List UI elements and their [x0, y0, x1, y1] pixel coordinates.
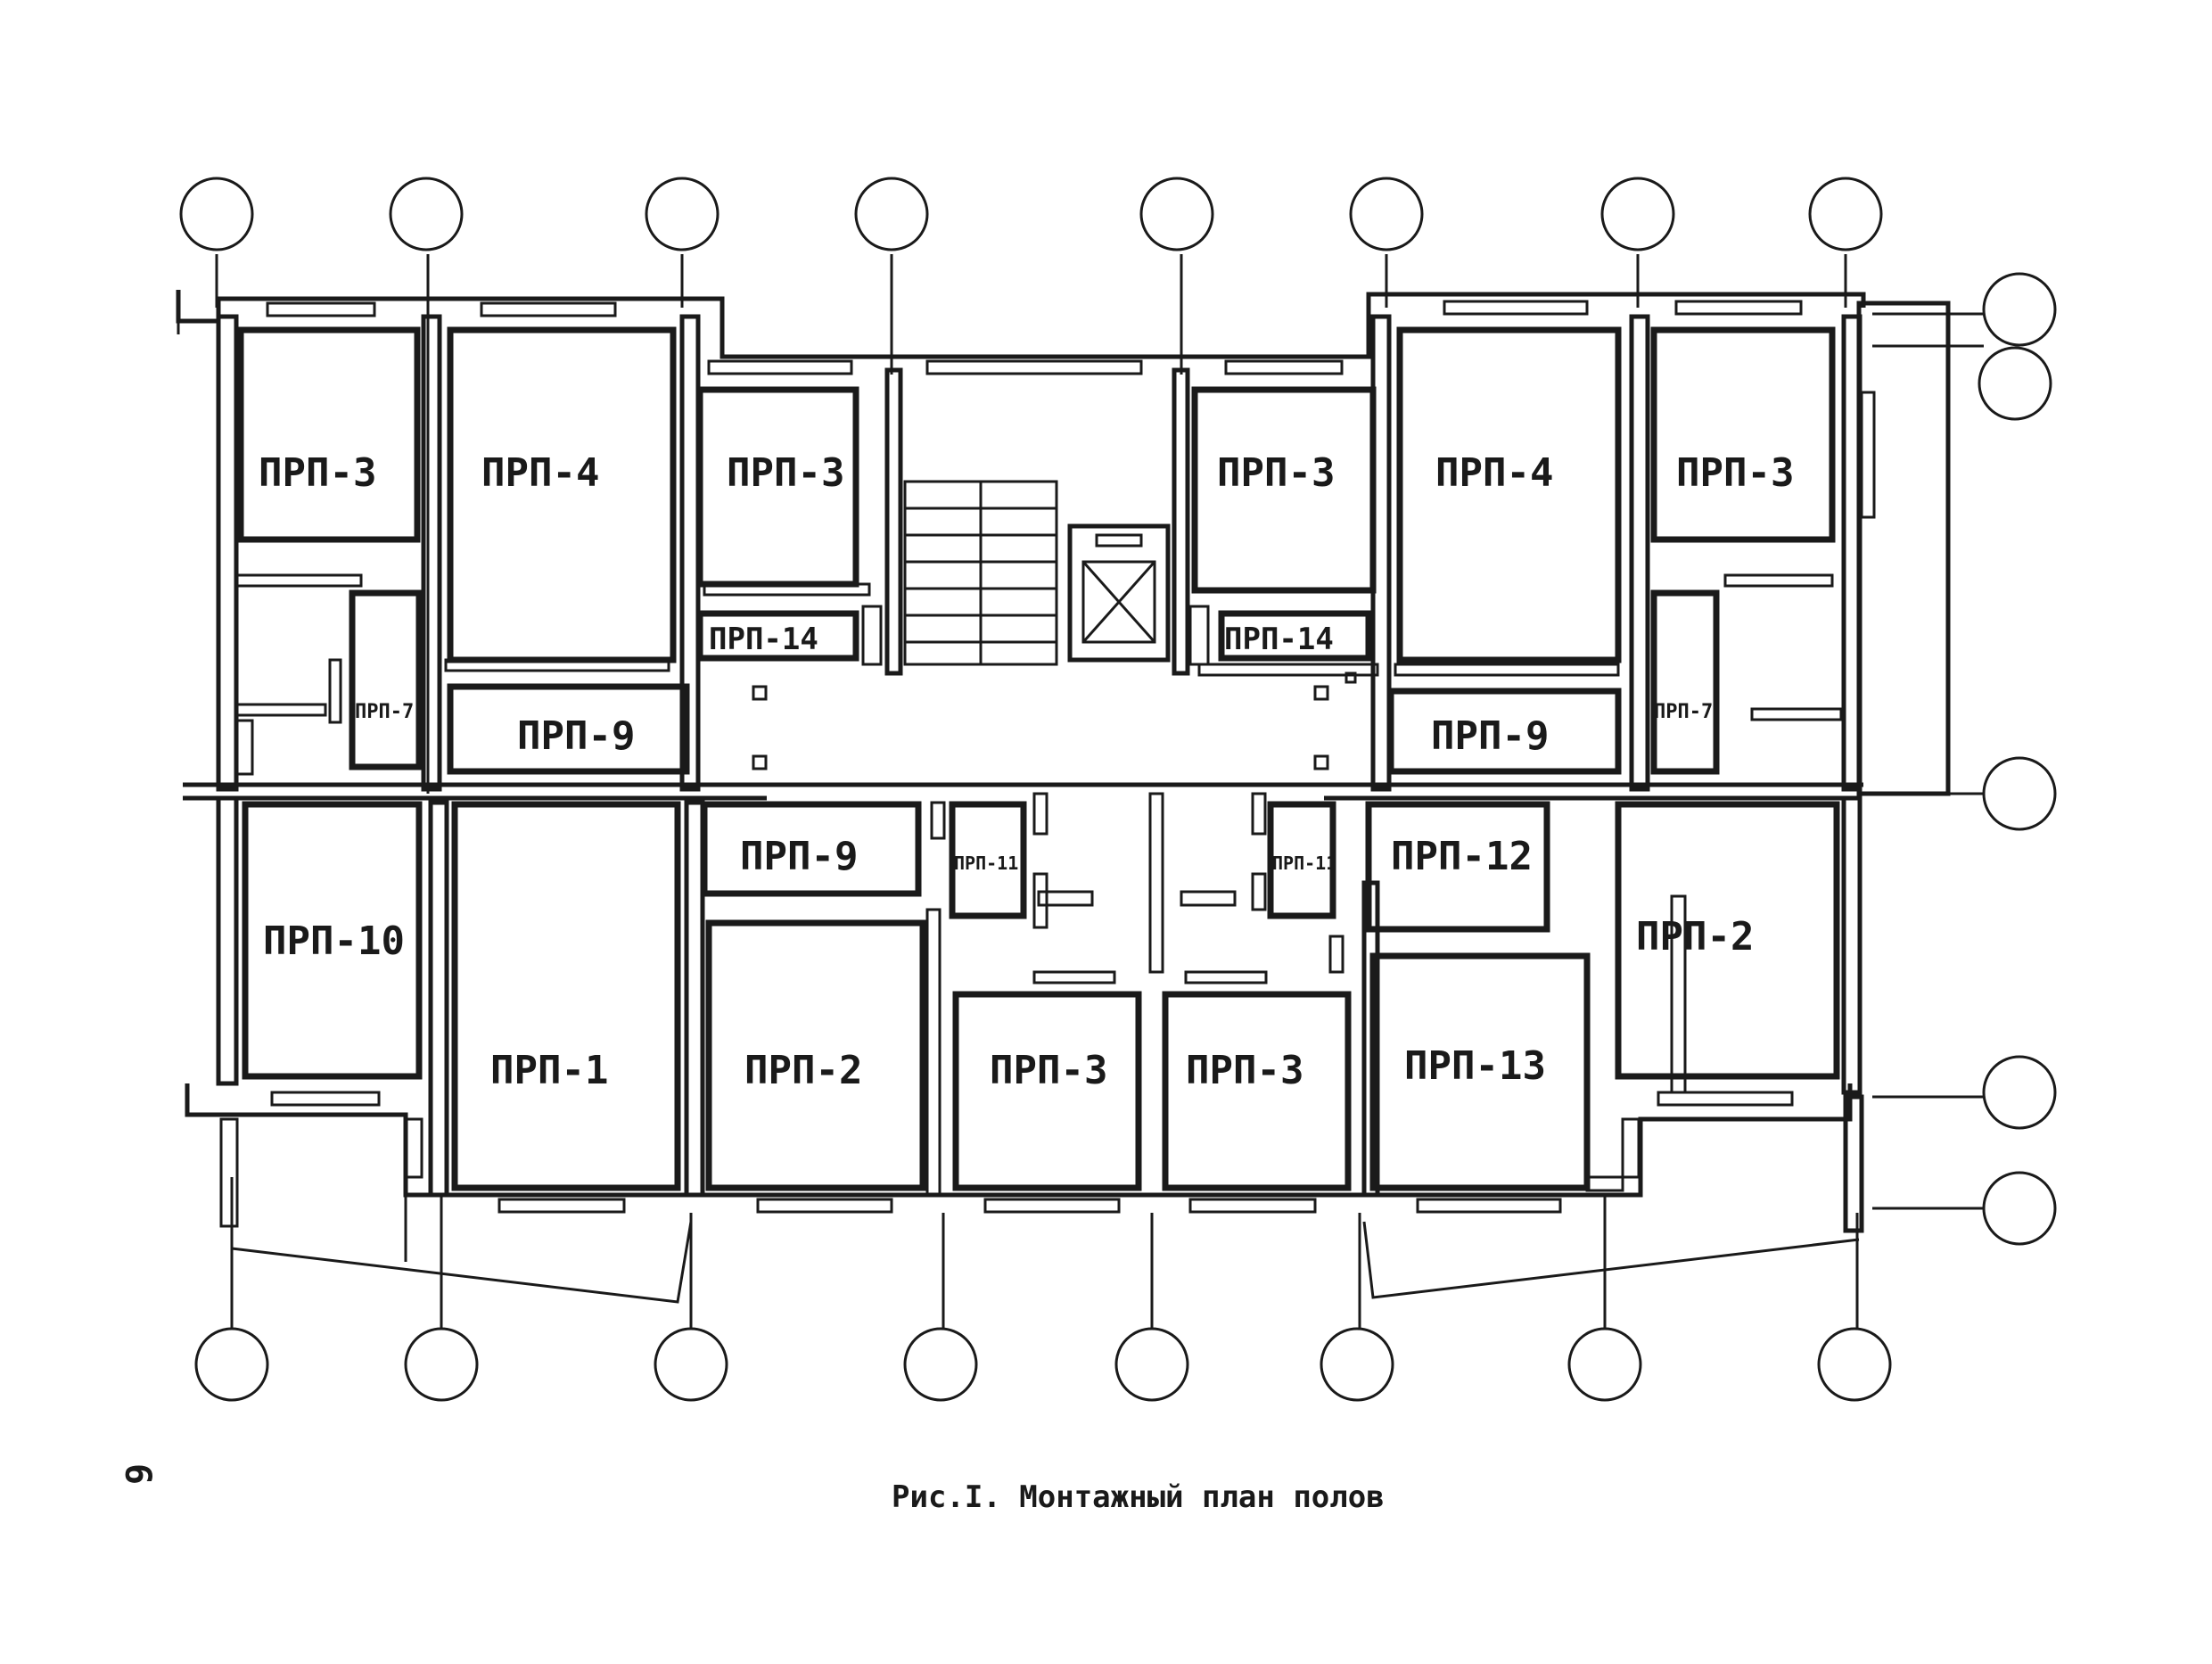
panel-label: ПРП-9	[1431, 713, 1549, 759]
panel-label: ПРП-13	[1404, 1043, 1546, 1089]
axis-bubble	[854, 177, 929, 251]
panel-prp9-bottom-center	[701, 801, 922, 897]
axis-bubble	[1982, 756, 2057, 831]
building-walls	[176, 290, 1951, 1304]
panel-prp11-bottom-center-b	[1267, 801, 1336, 919]
panel-label: ПРП-11	[1272, 853, 1336, 874]
panel-label: ПРП-9	[740, 834, 858, 879]
floor-panels	[237, 326, 1840, 1191]
panel-label: ПРП-10	[263, 918, 405, 964]
panel-label: ПРП-3	[259, 450, 376, 496]
page-number: 9	[119, 1463, 160, 1485]
panel-prp7-top-left	[349, 589, 423, 770]
panel-label: ПРП-9	[517, 713, 635, 759]
elevator-shaft	[1067, 523, 1171, 663]
panel-prp3-top-left	[237, 326, 421, 543]
panel-label: ПРП-14	[1224, 622, 1334, 657]
panel-prp3-bottom-center-a	[952, 991, 1142, 1191]
panel-prp1-bottom-left	[451, 801, 681, 1191]
panel-prp10-bottom-left	[242, 801, 423, 1080]
figure-caption: Рис.I. Монтажный план полов	[892, 1479, 1385, 1515]
axis-bubbles-right	[1978, 272, 2057, 1246]
panel-label: ПРП-3	[1217, 450, 1335, 496]
axis-bubble	[194, 1327, 269, 1402]
axis-bubble	[1320, 1327, 1394, 1402]
panel-label: ПРП-2	[744, 1048, 862, 1093]
partitions	[234, 573, 1843, 1197]
axis-bubble	[389, 177, 464, 251]
panel-prp3-top-center-b	[1191, 386, 1377, 594]
panel-prp7-top-right	[1650, 589, 1720, 775]
panel-label: ПРП-2	[1636, 914, 1754, 960]
axis-bubble	[1139, 177, 1214, 251]
panel-prp4-top-right	[1396, 326, 1622, 663]
panel-label: ПРП-4	[481, 450, 599, 496]
axis-bubble	[179, 177, 254, 251]
axis-bubble	[1808, 177, 1883, 251]
axis-bubble	[1600, 177, 1675, 251]
panel-prp9-top-left	[447, 683, 690, 775]
axis-bubble	[1114, 1327, 1189, 1402]
panel-label: ПРП-4	[1435, 450, 1553, 496]
panel-prp11-bottom-center-a	[949, 801, 1027, 919]
axis-lines	[215, 254, 1997, 1329]
axis-bubble	[654, 1327, 728, 1402]
panel-label: ПРП-3	[1676, 450, 1794, 496]
staircase	[903, 480, 1058, 666]
axis-bubbles-bottom	[194, 1327, 1892, 1402]
panel-prp2-bottom-center	[705, 919, 926, 1191]
axis-bubble	[1978, 346, 2052, 421]
panel-prp12-bottom-center	[1365, 801, 1550, 933]
panel-label: ПРП-14	[709, 622, 818, 657]
windows	[266, 300, 1876, 1214]
panel-prp13-bottom-center	[1369, 952, 1591, 1191]
panel-prp3-bottom-center-b	[1162, 991, 1352, 1191]
axis-bubble	[1349, 177, 1424, 251]
panel-labels: ПРП-3 ПРП-4 ПРП-3 ПРП-14 ПРП-7 ПРП-9 ПРП…	[259, 450, 1794, 1093]
panel-prp14-top-center-a	[696, 610, 859, 662]
panel-label: ПРП-12	[1391, 834, 1533, 879]
axis-bubble	[903, 1327, 978, 1402]
panel-prp3-top-center-a	[696, 386, 859, 588]
axis-bubble	[1982, 272, 2057, 347]
axis-bubble	[1817, 1327, 1892, 1402]
panel-prp2-bottom-right	[1615, 801, 1840, 1080]
panel-prp9-top-right	[1387, 688, 1622, 775]
panel-label: ПРП-11	[954, 853, 1018, 874]
panel-label: ПРП-3	[990, 1048, 1107, 1093]
panel-label: ПРП-7	[355, 701, 414, 723]
panel-prp3-top-right	[1650, 326, 1836, 543]
panel-label: ПРП-3	[727, 450, 844, 496]
axis-bubble	[1567, 1327, 1642, 1402]
panel-prp14-top-center-b	[1218, 610, 1372, 662]
axis-bubble	[1982, 1055, 2057, 1130]
panel-prp4-top-left	[447, 326, 677, 663]
axis-bubble	[1982, 1171, 2057, 1246]
axis-bubble	[645, 177, 720, 251]
axis-bubbles-top	[179, 177, 1883, 251]
panel-label: ПРП-3	[1186, 1048, 1303, 1093]
panel-label: ПРП-7	[1654, 701, 1713, 723]
panel-label: ПРП-1	[490, 1048, 608, 1093]
axis-bubble	[404, 1327, 479, 1402]
